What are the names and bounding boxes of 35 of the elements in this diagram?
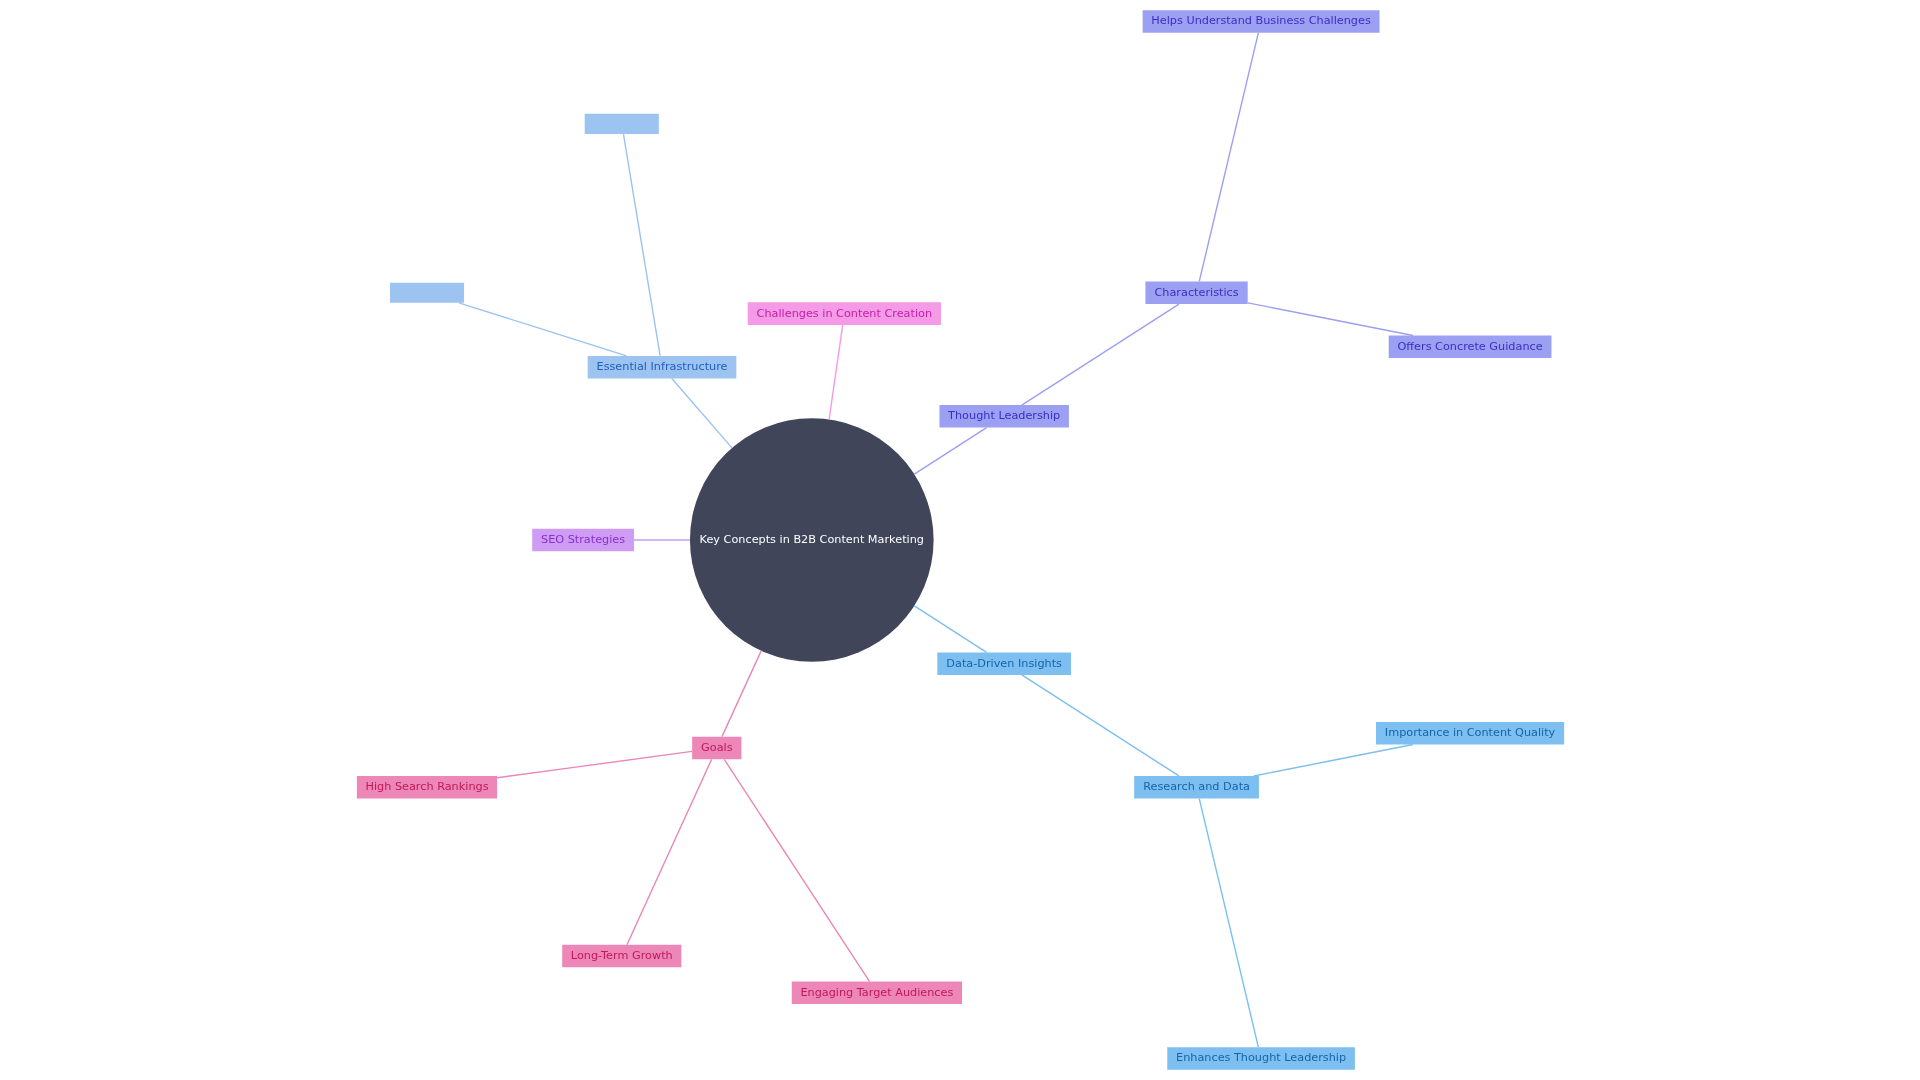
node-box: Thought Leadership xyxy=(938,405,1069,428)
connector xyxy=(1198,797,1259,1048)
connector xyxy=(457,302,627,357)
connector xyxy=(827,324,843,421)
connector xyxy=(720,650,762,738)
connector xyxy=(1020,303,1180,406)
connector xyxy=(1020,674,1180,777)
node-box: Challenges in Content Creation xyxy=(747,302,941,325)
connector xyxy=(632,539,691,541)
node-box: Research and Data xyxy=(1133,776,1259,799)
connector xyxy=(913,426,987,475)
node-circle: Key Concepts in B2B Content Marketing xyxy=(689,418,934,662)
node-box: SEO Strategies xyxy=(531,528,634,552)
node-box: Essential Infrastructure xyxy=(587,355,736,379)
node-box: Enhances Thought Leadership xyxy=(1166,1047,1355,1070)
connector xyxy=(496,750,693,779)
node-box: Helps Understand Business Challenges xyxy=(1142,10,1379,33)
node-box: Goals xyxy=(691,736,741,760)
node-box: High Search Rankings xyxy=(356,776,497,799)
node-box: Importance in Content Quality xyxy=(1375,722,1564,745)
node-box xyxy=(389,282,464,303)
node-box: Data-Driven Insights xyxy=(936,652,1071,675)
connector xyxy=(625,758,712,946)
connector xyxy=(670,377,733,449)
node-box: Engaging Target Audiences xyxy=(791,981,962,1004)
node-box xyxy=(584,113,659,135)
connector xyxy=(622,133,661,357)
connector xyxy=(722,758,870,983)
node-box: Characteristics xyxy=(1144,281,1248,304)
node-box: Long-Term Growth xyxy=(561,944,681,968)
connector xyxy=(1246,302,1414,337)
connector xyxy=(913,605,987,654)
node-box: Offers Concrete Guidance xyxy=(1388,335,1551,358)
connector xyxy=(1198,32,1259,283)
connector xyxy=(1252,743,1414,777)
